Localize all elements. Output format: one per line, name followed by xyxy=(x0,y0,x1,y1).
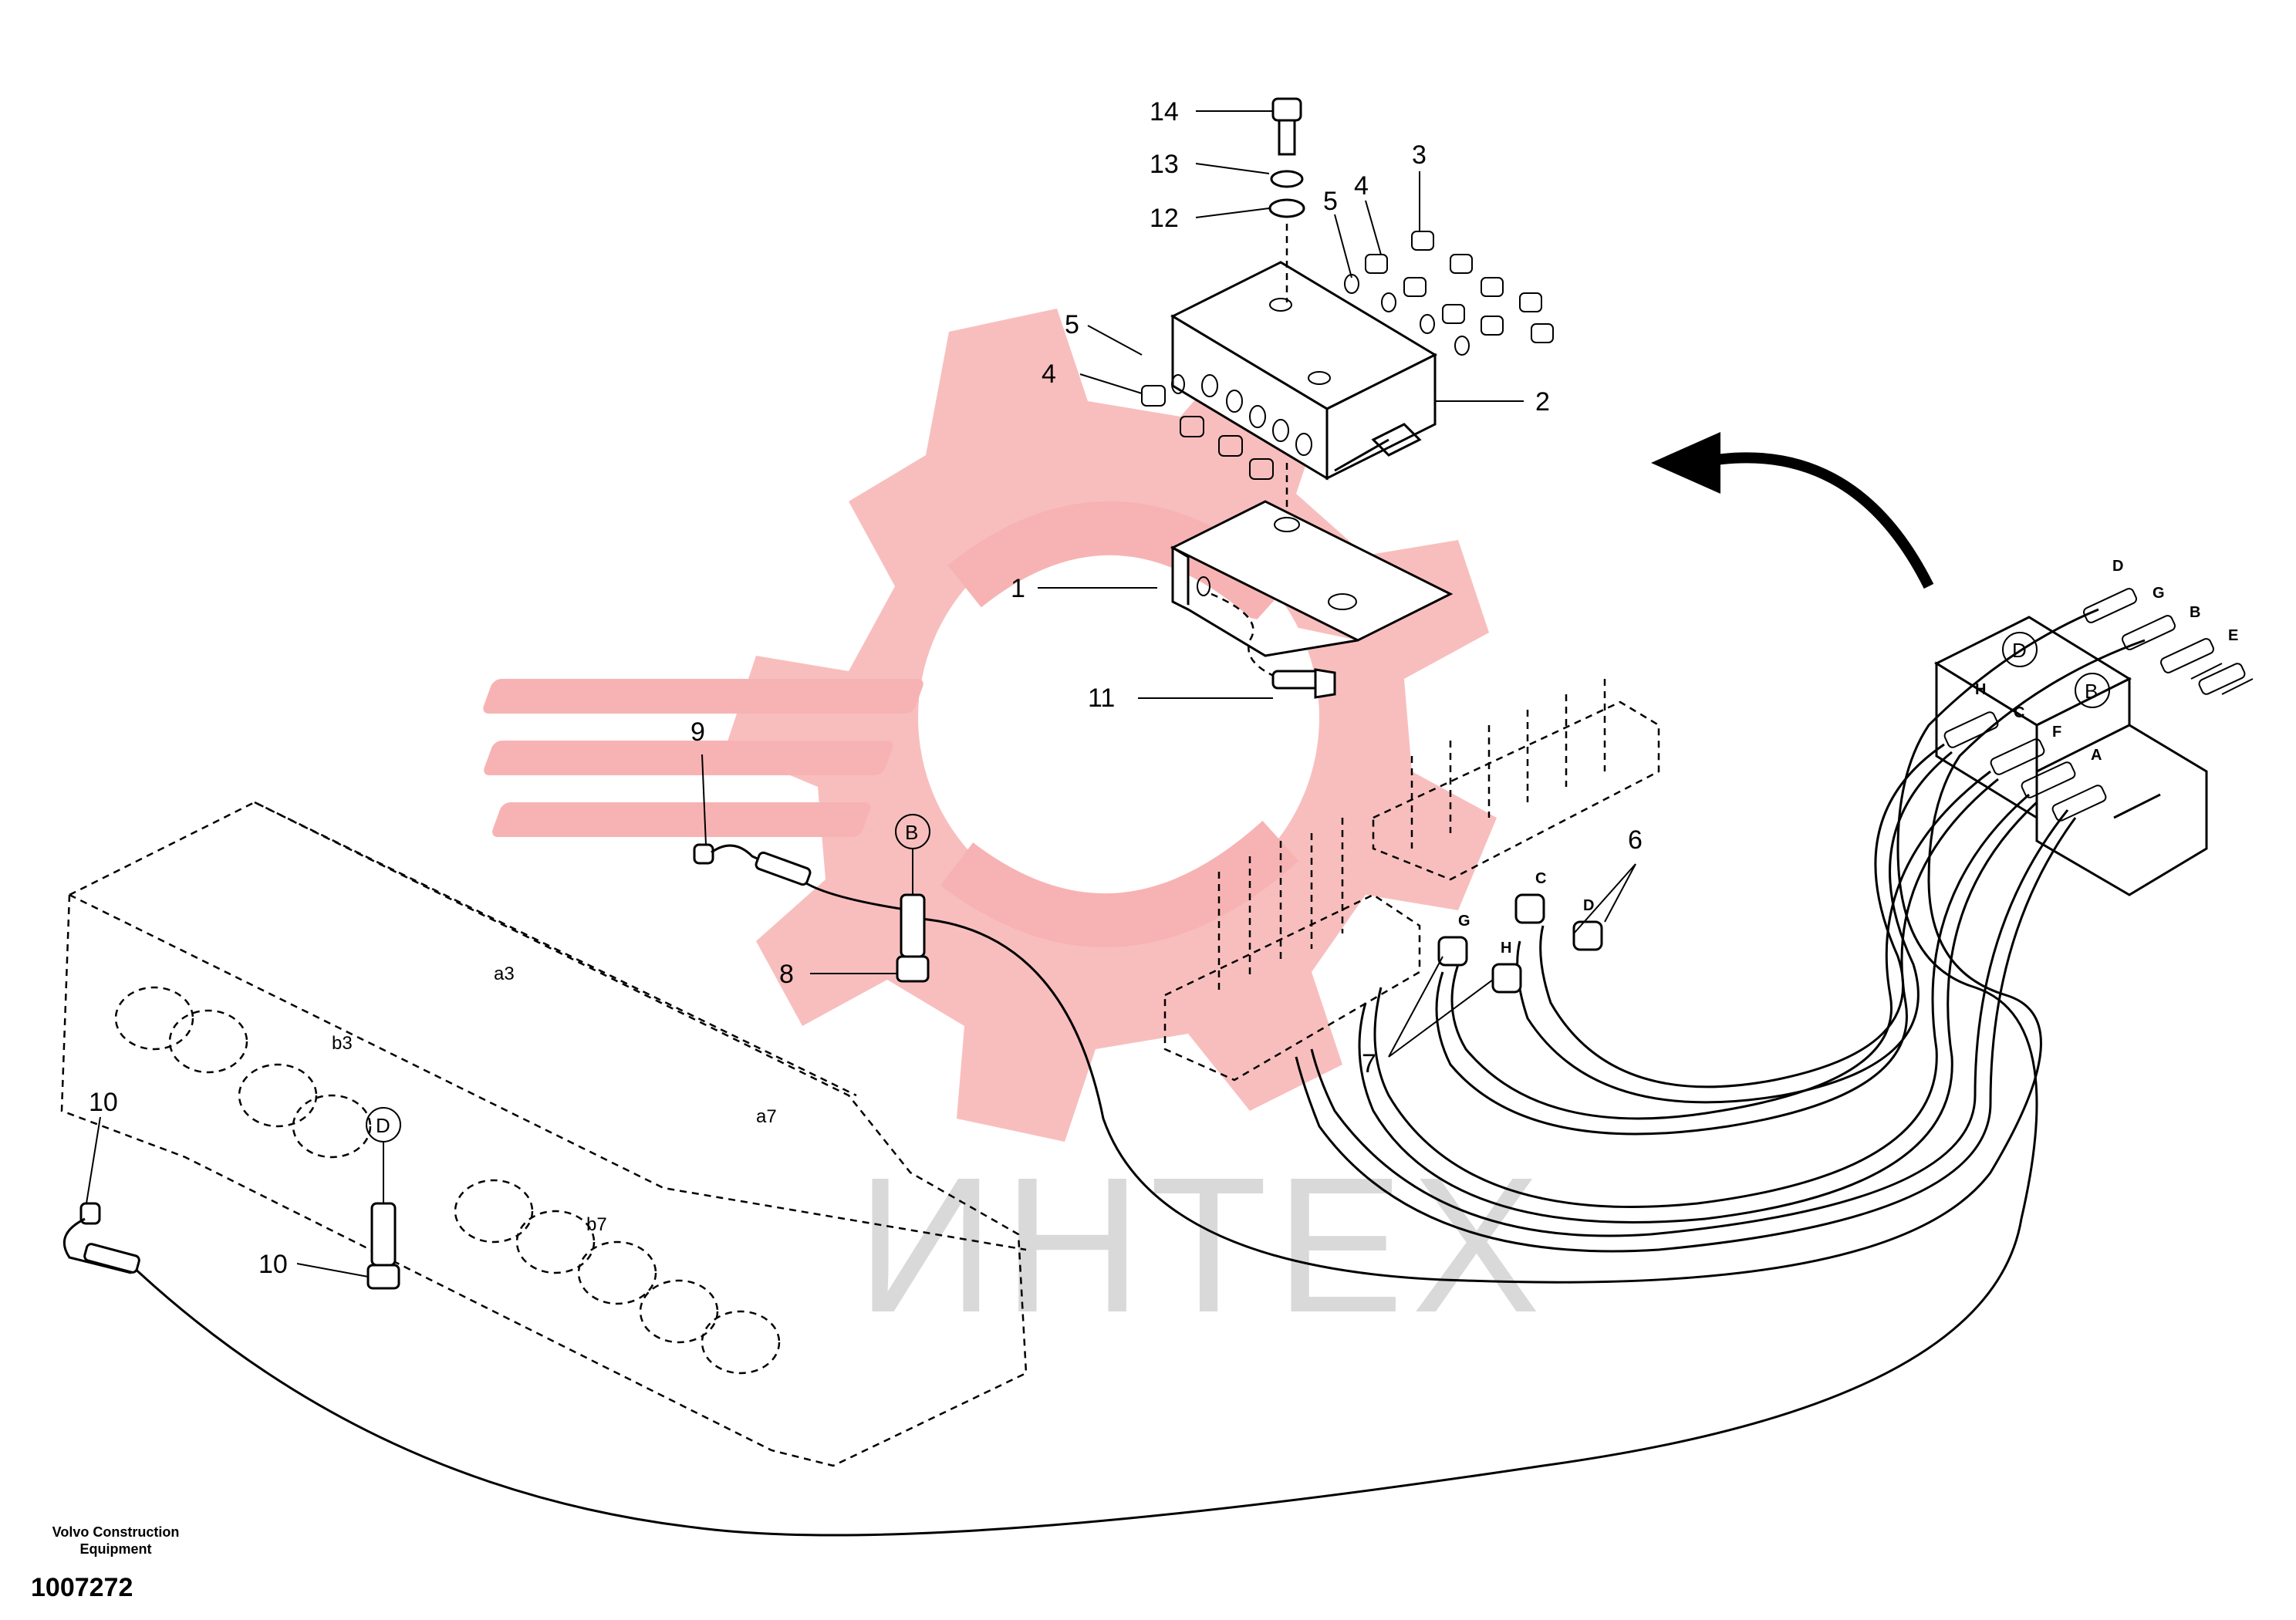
svg-text:C: C xyxy=(1535,870,1546,887)
lock-washer xyxy=(1270,170,1304,188)
callout-3: 3 xyxy=(1412,140,1427,170)
callout-6: 6 xyxy=(1628,825,1643,855)
port-letter-d: D xyxy=(2112,558,2123,575)
callout-1: 1 xyxy=(1011,574,1025,603)
fitting-c: C xyxy=(1514,870,1546,924)
port-letter-a: A xyxy=(2091,747,2102,764)
callout-5-left: 5 xyxy=(1065,310,1079,339)
valve-block xyxy=(1170,261,1438,481)
connector-ring-b: B xyxy=(895,814,930,895)
callout-8: 8 xyxy=(779,960,794,989)
company-name: Volvo Construction Equipment xyxy=(52,1524,180,1557)
svg-text:D: D xyxy=(376,1114,390,1137)
callout-14: 14 xyxy=(1150,97,1179,127)
section-label-a3: a3 xyxy=(494,964,515,984)
elbow-fitting-9 xyxy=(693,843,911,912)
callout-10-center: 10 xyxy=(258,1250,288,1279)
callout-12: 12 xyxy=(1150,204,1179,233)
svg-text:B: B xyxy=(905,821,918,844)
middle-fittings: C D G H xyxy=(1437,870,1603,994)
connector-ring-d: D xyxy=(366,1107,401,1203)
callout-7: 7 xyxy=(1362,1049,1376,1078)
callout-13: 13 xyxy=(1150,150,1179,179)
svg-text:B: B xyxy=(2085,680,2098,703)
valve-port-ring-b: B xyxy=(2075,673,2110,708)
callout-4-left: 4 xyxy=(1042,359,1056,389)
callout-10-left: 10 xyxy=(89,1088,118,1117)
block-fittings-left xyxy=(1141,374,1274,480)
callout-2: 2 xyxy=(1535,387,1550,417)
callout-leaders xyxy=(86,110,1636,1277)
port-letter-b: B xyxy=(2190,604,2200,621)
port-letter-f: F xyxy=(2052,724,2061,741)
control-valve-dashed xyxy=(60,801,1028,1467)
fitting-g: G xyxy=(1437,913,1470,967)
svg-text:D: D xyxy=(1583,897,1594,914)
elbow-fitting-10-left xyxy=(62,1202,140,1274)
callout-9: 9 xyxy=(690,717,705,747)
section-label-a7: a7 xyxy=(756,1106,777,1127)
port-letter-h: H xyxy=(1975,681,1986,698)
watermark-speed-bars xyxy=(483,679,923,837)
svg-text:G: G xyxy=(1458,913,1470,930)
svg-text:H: H xyxy=(1501,940,1511,957)
valve-port-letters: D G B E H C F A xyxy=(1975,558,2238,764)
port-letter-e: E xyxy=(2228,627,2238,644)
flat-washer xyxy=(1268,198,1305,218)
direction-arrow xyxy=(1651,432,1934,589)
hex-bolt xyxy=(1271,668,1336,699)
mounting-bracket xyxy=(1170,500,1454,657)
callout-11: 11 xyxy=(1088,683,1115,713)
block-fittings-right xyxy=(1344,231,1554,356)
callout-5-top: 5 xyxy=(1323,187,1338,216)
section-label-b3: b3 xyxy=(332,1033,353,1054)
port-letter-g: G xyxy=(2152,585,2165,602)
fitting-10-center xyxy=(366,1202,400,1290)
callout-numbers: 14 13 12 5 4 3 5 4 2 1 11 9 8 10 10 6 7 xyxy=(89,97,1643,1279)
right-valve-hose-ends xyxy=(1943,588,2246,822)
callout-4-top: 4 xyxy=(1354,171,1369,201)
section-label-b7: b7 xyxy=(586,1214,607,1235)
footer: Volvo Construction Equipment 1007272 xyxy=(31,1524,231,1603)
fitting-h: H xyxy=(1491,940,1522,994)
hose-lines xyxy=(130,608,2146,1537)
watermark-text: ИНТЕХ xyxy=(856,1137,1548,1352)
fitting-8 xyxy=(896,893,930,983)
right-valve-assembly xyxy=(1933,616,2254,896)
pilot-valve-dashed xyxy=(1163,679,1660,1082)
fitting-d: D xyxy=(1572,897,1603,951)
cap-screw xyxy=(1271,97,1302,156)
document-number: 1007272 xyxy=(31,1573,133,1602)
